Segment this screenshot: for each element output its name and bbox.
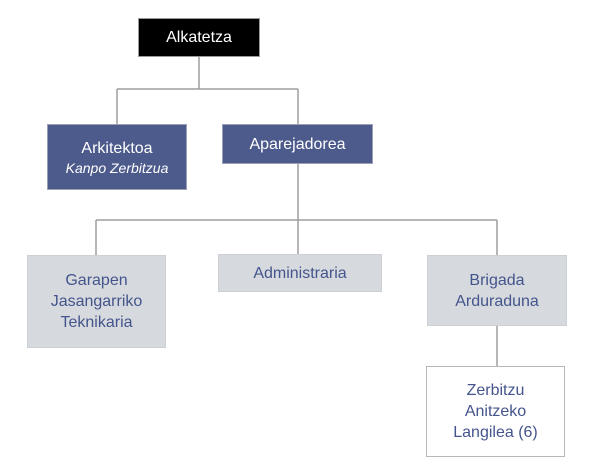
org-node-label: Brigada Arduraduna	[455, 271, 539, 310]
org-node-label: Alkatetza	[166, 29, 232, 46]
org-node-aparejadorea: Aparejadorea	[222, 124, 373, 164]
org-node-alkatetza: Alkatetza	[138, 18, 260, 57]
org-node-label: Aparejadorea	[249, 135, 346, 153]
org-node-garapen-jasangarriko-teknikaria: Garapen Jasangarriko Teknikaria	[27, 255, 166, 348]
org-node-sublabel: Kanpo Zerbitzua	[65, 159, 169, 176]
org-node-label: Garapen Jasangarriko Teknikaria	[50, 272, 143, 331]
org-node-label: Arkitektoa	[81, 139, 153, 157]
org-node-administraria: Administraria	[218, 254, 382, 292]
org-node-arkitektoa: Arkitektoa Kanpo Zerbitzua	[47, 124, 187, 190]
org-node-zerbitzu-anitzeko-langilea: Zerbitzu Anitzeko Langilea (6)	[426, 366, 565, 457]
org-node-label: Zerbitzu Anitzeko Langilea (6)	[453, 382, 538, 441]
org-node-label: Administraria	[253, 264, 347, 282]
org-node-brigada-arduraduna: Brigada Arduraduna	[427, 255, 567, 326]
